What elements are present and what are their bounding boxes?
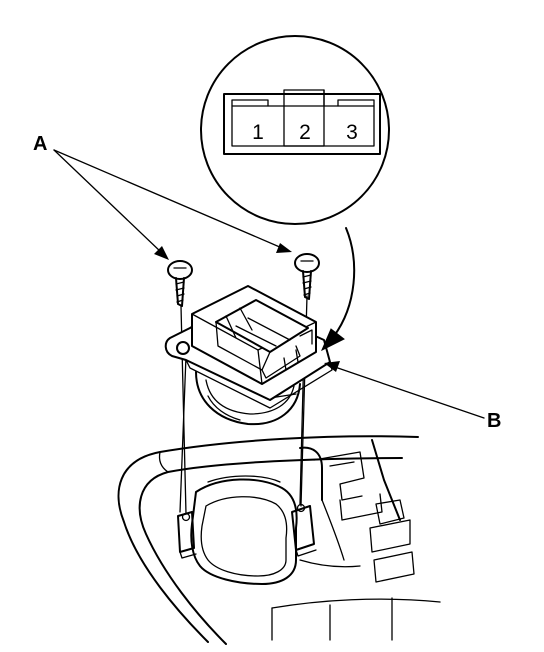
connector-face bbox=[223, 89, 381, 155]
mounting-socket bbox=[177, 475, 317, 585]
pin-1-label: 1 bbox=[252, 121, 264, 144]
detail-pointer-arrow bbox=[321, 227, 356, 352]
callout-a-leaders bbox=[53, 149, 292, 260]
dashboard-panel bbox=[117, 435, 441, 645]
callout-a-label: A bbox=[33, 133, 47, 155]
pin-2-label: 2 bbox=[299, 121, 311, 144]
screw-left bbox=[167, 260, 193, 307]
callout-b-leader bbox=[324, 361, 485, 419]
switch-module bbox=[164, 285, 333, 426]
callout-b-label: B bbox=[487, 410, 501, 432]
pin-3-label: 3 bbox=[346, 121, 358, 144]
connector-detail: 1 2 3 bbox=[200, 35, 390, 225]
screw-right bbox=[294, 253, 320, 300]
